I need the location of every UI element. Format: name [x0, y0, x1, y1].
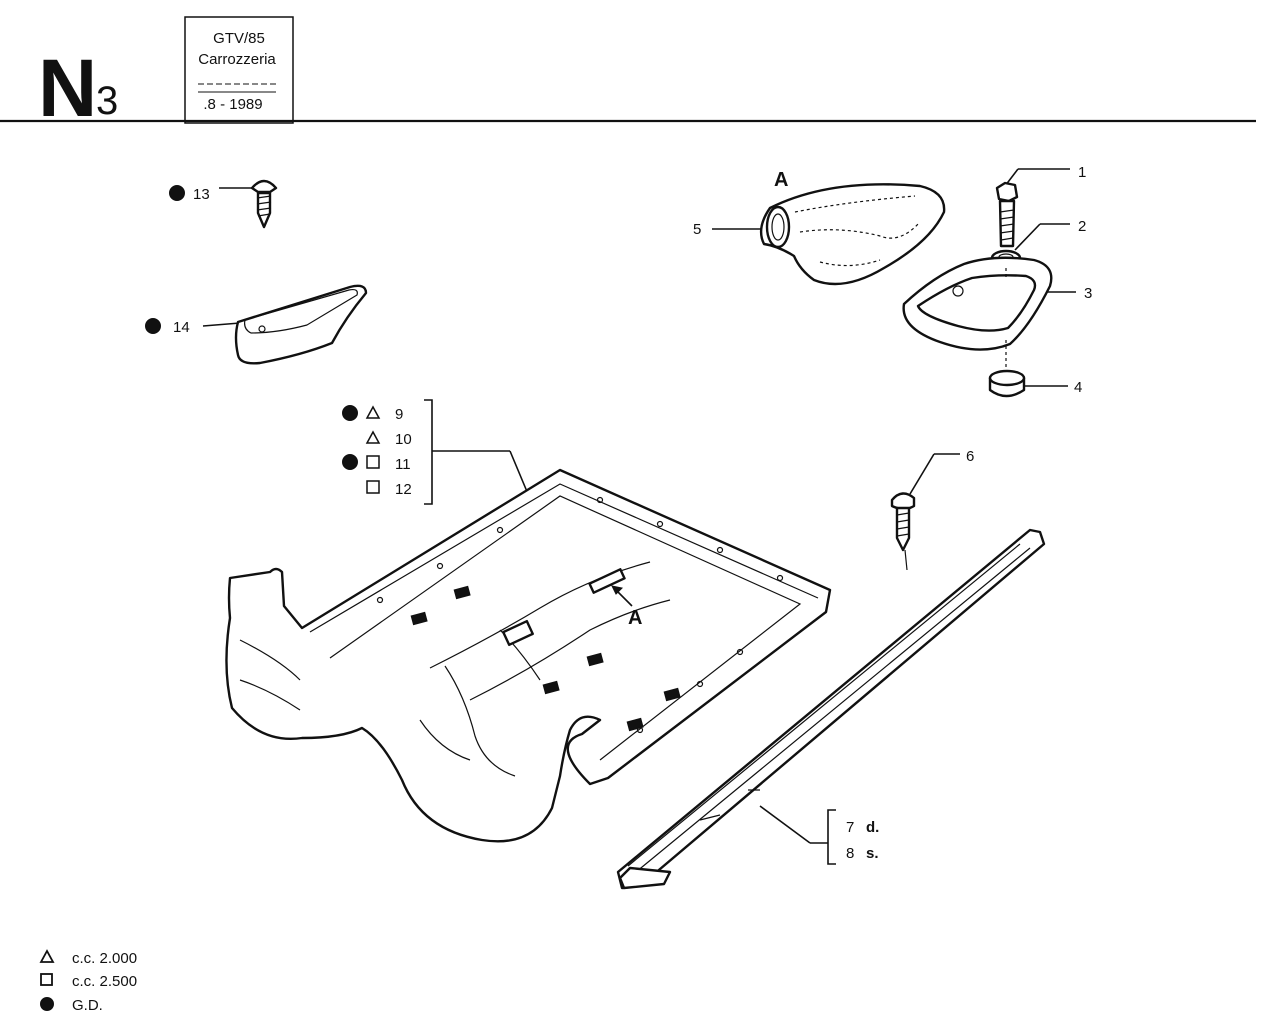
legend-item-1: c.c. 2.000 — [72, 950, 137, 967]
part-5-shift-boot: A 5 — [693, 169, 946, 286]
screw-6-axis — [904, 549, 908, 571]
screw-13-thread — [256, 195, 272, 217]
legend-square-icon — [40, 973, 53, 986]
parts-9-12-callouts: 9 10 11 12 — [342, 399, 529, 505]
callout-7: 7 — [846, 819, 854, 836]
boot-opening — [765, 205, 791, 249]
callout-13: 13 — [193, 186, 210, 203]
callout-6: 6 — [966, 448, 974, 465]
screw-13-head — [250, 179, 278, 194]
part-14-trim-cap: 14 — [145, 284, 368, 365]
parts-1-4-mount: 1 2 3 4 — [902, 164, 1092, 398]
legend-triangle-icon — [39, 949, 55, 963]
plate-3-hole — [952, 285, 964, 297]
part-13-screw: 13 — [169, 179, 278, 229]
plate-3-inner — [916, 274, 1037, 332]
detail-a-label: A — [774, 169, 788, 191]
callout-14: 14 — [173, 319, 190, 336]
sill-strip-groove — [627, 543, 1031, 873]
callout-10: 10 — [395, 431, 412, 448]
floor-pan-rivets — [376, 496, 784, 734]
triangle-10 — [365, 430, 381, 444]
callout-9: 9 — [395, 406, 403, 423]
legend-item-3: G.D. — [72, 997, 103, 1014]
floor-hole — [542, 680, 560, 695]
group-label: Carrozzeria — [198, 51, 276, 68]
title-box — [184, 16, 294, 124]
leader-9-12-tip — [509, 450, 529, 495]
floor-hole — [586, 652, 604, 667]
section-letter: N — [38, 43, 97, 134]
bolt-1-shank — [998, 199, 1016, 248]
leader-2-tip — [1014, 223, 1041, 251]
date-label: .8 - 1989 — [203, 96, 262, 113]
bolt-1-thread — [999, 209, 1015, 241]
callout-12: 12 — [395, 481, 412, 498]
floor-hole — [453, 585, 471, 600]
sill-strip-end — [618, 866, 672, 890]
floor-pan: A — [225, 468, 832, 843]
detail-a-floor-label: A — [628, 607, 642, 629]
detail-a-arrow — [615, 589, 633, 607]
callout-7-suffix: d. — [866, 819, 879, 836]
bushing-4-top — [988, 369, 1026, 387]
parts-7-8-sill-strip: 7 d. 8 s. — [616, 528, 1046, 890]
screw-6-thread — [896, 512, 910, 537]
boot-stitching — [794, 195, 921, 267]
detail-a-arrowhead — [611, 585, 624, 595]
shifter-opening — [588, 568, 626, 594]
trim-cap-rim — [244, 288, 358, 334]
callout-5: 5 — [693, 221, 701, 238]
legend-item-2: c.c. 2.500 — [72, 973, 137, 990]
callout-8-suffix: s. — [866, 845, 879, 862]
square-11 — [366, 455, 380, 469]
floor-pan-outline — [225, 468, 832, 843]
screw-6-head — [890, 492, 916, 511]
floor-hole — [410, 611, 428, 626]
callout-4: 4 — [1074, 379, 1082, 396]
gd-dot-11 — [342, 454, 358, 470]
callout-3: 3 — [1084, 285, 1092, 302]
boot-opening-inner — [771, 213, 785, 241]
callout-2: 2 — [1078, 218, 1086, 235]
gd-dot-9 — [342, 405, 358, 421]
callout-8: 8 — [846, 845, 854, 862]
legend-dot-icon — [40, 997, 54, 1011]
screw-6-shank — [895, 506, 911, 552]
callout-1: 1 — [1078, 164, 1086, 181]
leader-7-8 — [759, 805, 811, 844]
tunnel-opening — [502, 619, 534, 647]
model-label: GTV/85 — [213, 30, 265, 47]
bracket-7-8 — [827, 809, 836, 865]
square-12 — [366, 480, 380, 494]
floor-pan-flange — [309, 483, 819, 633]
header: N 3 GTV/85 Carrozzeria .8 - 1989 — [0, 16, 1256, 134]
gd-dot-13 — [169, 185, 185, 201]
section-number: 3 — [96, 79, 118, 123]
floor-hole — [663, 687, 681, 702]
triangle-9 — [365, 405, 381, 419]
gd-dot-14 — [145, 318, 161, 334]
sill-strip-notch — [699, 789, 760, 821]
part-6-screw: 6 — [890, 448, 974, 571]
leader-14 — [202, 322, 241, 327]
legend: c.c. 2.000 c.c. 2.500 G.D. — [39, 949, 137, 1014]
leader-6-tip — [909, 453, 935, 495]
floor-pan-contours — [239, 639, 471, 761]
floor-pan-holes — [410, 568, 681, 732]
trim-cap-body — [234, 284, 368, 365]
bracket-9-12 — [424, 399, 433, 505]
trim-cap-hole — [258, 325, 266, 333]
bolt-1-head — [995, 181, 1019, 203]
callout-11: 11 — [395, 456, 411, 473]
